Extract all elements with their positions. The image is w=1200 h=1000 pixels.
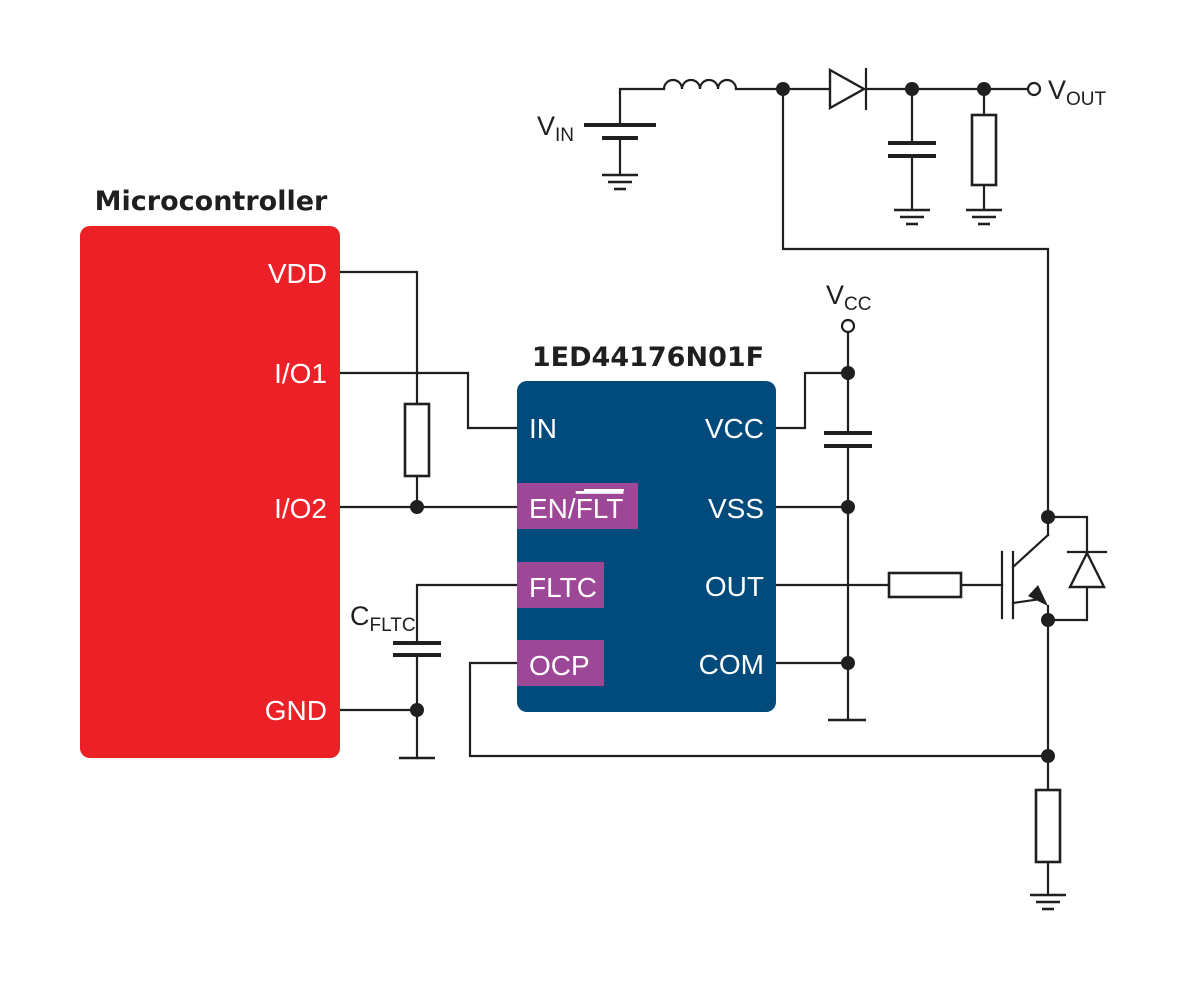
freewheel-diode-icon	[1066, 550, 1108, 589]
ocp-pin-highlight	[517, 640, 604, 686]
vcc-supply-label: VCC	[826, 280, 871, 315]
driver-pin-ocp: OCP	[529, 650, 590, 681]
junction-switch-node	[776, 82, 790, 96]
vin-battery-icon	[584, 123, 656, 140]
output-capacitor-icon	[888, 141, 936, 158]
wire-switch-node-to-collector	[781, 87, 1050, 519]
junction-output-cap	[905, 82, 919, 96]
vin-label: VIN	[537, 111, 574, 146]
inductor-icon	[662, 78, 738, 91]
junction-dots	[410, 82, 1055, 763]
driver-ic-title: 1ED44176N01F	[532, 342, 764, 373]
microcontroller-title: Microcontroller	[95, 186, 328, 217]
mcu-pin-vdd: VDD	[268, 258, 327, 289]
cfltc-label: CFLTC	[350, 601, 416, 636]
driver-pin-fltc: FLTC	[529, 572, 597, 603]
vout-label: VOUT	[1048, 75, 1107, 110]
junction-com	[841, 656, 855, 670]
vcc-decoupling-capacitor-icon	[824, 431, 872, 448]
driver-pin-vcc: VCC	[705, 413, 764, 444]
boost-diode-icon	[828, 67, 868, 111]
pullup-resistor-icon	[403, 402, 431, 478]
load-resistor-icon	[970, 113, 998, 187]
junction-gnd-fltc	[410, 703, 424, 717]
output-cap-ground-icon	[894, 208, 930, 226]
shunt-resistor-icon	[1034, 788, 1062, 864]
wire-fltc-to-cap	[415, 583, 519, 645]
junction-io2-pullup	[410, 500, 424, 514]
fltc-capacitor-icon	[393, 641, 441, 657]
load-ground-icon	[966, 208, 1002, 226]
junction-vss	[841, 500, 855, 514]
driver-pin-en-flt: EN/FLT	[529, 493, 623, 524]
junction-vcc	[841, 366, 855, 380]
wire-vin-to-inductor	[618, 87, 666, 126]
shunt-ground-icon	[1030, 893, 1066, 911]
wire-ocp-sense	[468, 661, 1050, 758]
vout-terminal-icon	[1026, 81, 1042, 97]
driver-pin-in: IN	[529, 413, 557, 444]
wire-io1-to-in	[338, 371, 519, 430]
mcu-pin-io2: I/O2	[274, 493, 327, 524]
mcu-pin-gnd: GND	[265, 695, 327, 726]
driver-pin-com: COM	[699, 649, 764, 680]
wires	[338, 87, 1089, 897]
vin-ground-icon	[602, 173, 638, 191]
wire-vcc-pin	[774, 371, 850, 430]
gate-resistor-icon	[887, 571, 963, 599]
mcu-pin-io1: I/O1	[274, 358, 327, 389]
junction-emitter	[1041, 613, 1055, 627]
microcontroller-block	[80, 226, 340, 758]
vcc-terminal-icon	[840, 318, 856, 334]
driver-pin-out: OUT	[705, 571, 764, 602]
wire-vdd-pullup	[338, 270, 419, 406]
junction-output-load	[977, 82, 991, 96]
junction-ocp-shunt	[1041, 749, 1055, 763]
driver-ic-block	[517, 381, 776, 712]
fltc-pin-highlight	[517, 562, 604, 608]
junction-collector	[1041, 510, 1055, 524]
driver-pin-vss: VSS	[708, 493, 764, 524]
igbt-icon	[1000, 515, 1050, 622]
